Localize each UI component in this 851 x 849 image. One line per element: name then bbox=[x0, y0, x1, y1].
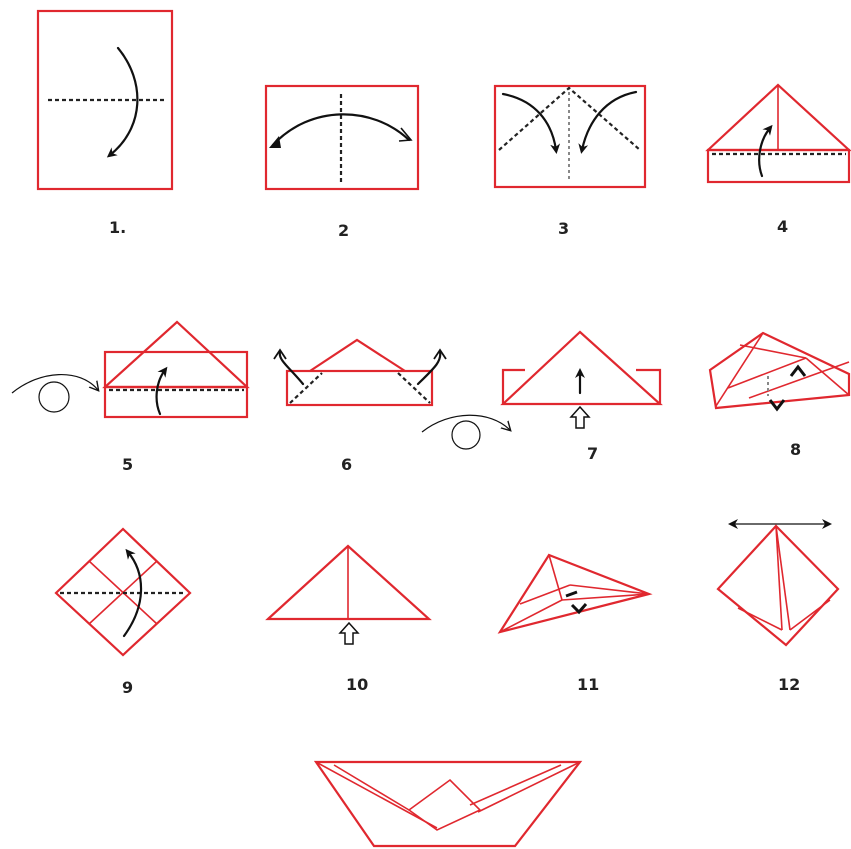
step-1-label: 1. bbox=[109, 218, 126, 237]
step-11-label: 11 bbox=[577, 675, 599, 694]
step-4-label: 4 bbox=[777, 217, 788, 236]
fold-arrow-icon bbox=[155, 366, 168, 416]
paper-band bbox=[285, 369, 434, 407]
fold-arrow-icon bbox=[271, 113, 411, 147]
fold-line bbox=[289, 372, 323, 404]
pull-up-icon bbox=[789, 364, 807, 377]
crease bbox=[499, 599, 563, 633]
crease bbox=[548, 554, 563, 601]
arrow-head-icon bbox=[269, 136, 281, 148]
arrow-head-icon bbox=[433, 348, 447, 360]
turn-over-circle bbox=[451, 420, 481, 450]
paper-outline bbox=[708, 331, 851, 410]
crease bbox=[739, 344, 807, 359]
paper-outline bbox=[497, 553, 653, 634]
step-3: 3 bbox=[493, 84, 647, 238]
step-8-label: 8 bbox=[790, 440, 801, 459]
crease bbox=[561, 593, 650, 601]
push-up-icon bbox=[338, 621, 360, 645]
paper-diamond bbox=[54, 527, 192, 657]
step-7-label: 7 bbox=[587, 444, 598, 463]
crease bbox=[737, 607, 783, 631]
turn-over-circle bbox=[38, 381, 70, 413]
step-2: 2 bbox=[264, 84, 420, 240]
pull-down-icon bbox=[570, 603, 588, 615]
step-7: 7 bbox=[421, 330, 663, 463]
step-12: 12 bbox=[716, 519, 840, 694]
step-10: 10 bbox=[265, 544, 432, 694]
step-11: 11 bbox=[497, 553, 653, 694]
fold-arrow-icon bbox=[578, 90, 638, 154]
push-up-icon bbox=[569, 405, 591, 429]
fold-arrow-icon bbox=[278, 350, 305, 386]
crease bbox=[715, 332, 764, 407]
step-8: 8 bbox=[708, 331, 851, 459]
crease bbox=[789, 599, 831, 631]
turn-over-icon bbox=[421, 414, 510, 433]
boat-hull bbox=[313, 760, 583, 848]
step-3-label: 3 bbox=[558, 219, 569, 238]
step-5-label: 5 bbox=[122, 455, 133, 474]
crease bbox=[748, 361, 850, 399]
arrow-head-icon bbox=[273, 348, 287, 360]
step-2-label: 2 bbox=[338, 221, 349, 240]
step-12-label: 12 bbox=[778, 675, 800, 694]
step-5: 5 bbox=[11, 320, 250, 474]
fold-line bbox=[397, 372, 431, 404]
step-1: 1. bbox=[36, 9, 174, 237]
step-9: 9 bbox=[54, 527, 192, 697]
paper-sheet bbox=[493, 84, 647, 189]
crease bbox=[805, 357, 850, 396]
fold-arrow-icon bbox=[106, 46, 139, 158]
crease bbox=[775, 525, 783, 631]
fold-arrow-icon bbox=[122, 548, 143, 638]
crease bbox=[469, 764, 562, 806]
finished-boat bbox=[313, 760, 583, 848]
crease bbox=[333, 764, 410, 811]
fold-arrow-icon bbox=[501, 92, 561, 154]
step-4: 4 bbox=[705, 83, 851, 236]
fold-arrow-icon bbox=[416, 350, 442, 386]
paper-flap-right bbox=[636, 368, 662, 404]
paper-triangle bbox=[309, 338, 406, 372]
arrow-head-icon bbox=[398, 127, 413, 142]
paper-triangle bbox=[500, 330, 663, 406]
paper-back bbox=[103, 350, 249, 419]
fold-line bbox=[498, 86, 641, 151]
pull-down-icon bbox=[768, 399, 786, 412]
pull-up-icon bbox=[565, 590, 578, 598]
step-6: 6 bbox=[273, 338, 447, 474]
crease bbox=[519, 584, 571, 605]
paper-sheet bbox=[264, 84, 420, 191]
crease bbox=[775, 525, 791, 631]
step-9-label: 9 bbox=[122, 678, 133, 697]
turn-over-icon bbox=[11, 373, 98, 394]
fold-arrow-icon bbox=[758, 124, 773, 178]
crease bbox=[727, 357, 807, 389]
paper-triangle bbox=[102, 320, 250, 389]
crease bbox=[315, 761, 438, 829]
paper-sheet bbox=[36, 9, 174, 191]
crease bbox=[569, 584, 650, 595]
crease bbox=[477, 761, 581, 813]
paper-flap-left bbox=[501, 368, 525, 404]
paper-diamond bbox=[716, 524, 840, 647]
boat-sail bbox=[407, 778, 482, 831]
step-10-label: 10 bbox=[346, 675, 368, 694]
step-6-label: 6 bbox=[341, 455, 352, 474]
